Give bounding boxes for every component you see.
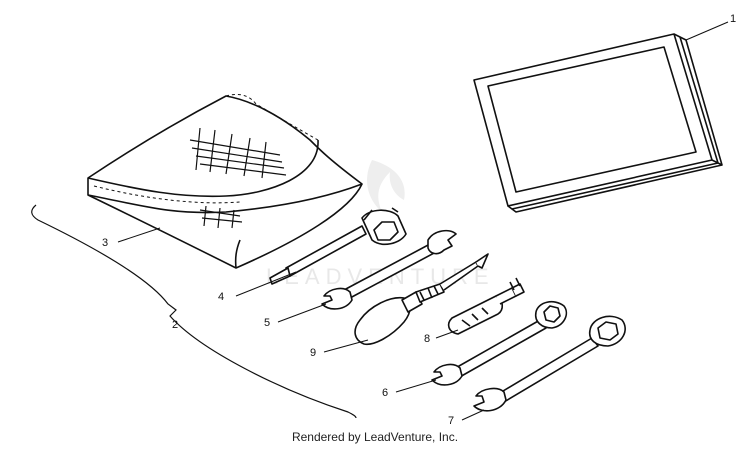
screwdriver: [354, 253, 489, 346]
callout-4: 4: [218, 291, 224, 303]
leader-6: [395, 379, 437, 393]
callout-2: 2: [172, 319, 178, 331]
tool-bag: [87, 93, 363, 269]
leader-9: [323, 339, 369, 353]
spark-plug-wrench: [269, 207, 407, 285]
leader-3: [117, 227, 161, 243]
leader-4: [235, 271, 297, 297]
combination-wrench-large: [473, 315, 626, 412]
callout-3: 3: [102, 237, 108, 249]
leader-1: [685, 21, 729, 41]
bit-driver: [447, 277, 525, 335]
bracket-2: [31, 204, 357, 419]
leader-8: [435, 329, 459, 339]
owners-manual: [473, 33, 723, 213]
callout-8: 8: [424, 333, 430, 345]
callout-6: 6: [382, 387, 388, 399]
callout-5: 5: [264, 317, 270, 329]
open-end-wrench: [321, 229, 457, 310]
leader-7: [461, 409, 485, 421]
callout-7: 7: [448, 415, 454, 427]
footer-credit: Rendered by LeadVenture, Inc.: [291, 430, 459, 444]
combination-wrench-small: [431, 300, 568, 386]
leader-5: [277, 303, 327, 323]
callout-1: 1: [730, 13, 736, 25]
callout-9: 9: [310, 347, 316, 359]
